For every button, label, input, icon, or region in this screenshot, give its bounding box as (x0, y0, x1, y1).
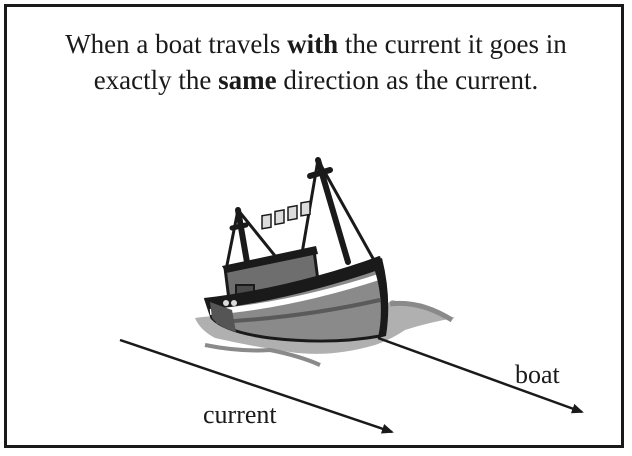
boat-direction-arrow (377, 336, 584, 414)
current-label: current (203, 400, 277, 429)
fishing-boat-illustration (203, 157, 389, 343)
caption-text: When a boat travels with the current it … (0, 26, 632, 98)
caption-line-1: When a boat travels with the current it … (65, 29, 567, 59)
water-splash (195, 300, 455, 367)
current-arrow (119, 338, 394, 434)
caption-emphasis-same: same (218, 65, 277, 95)
caption-line-2: exactly the same direction as the curren… (93, 65, 539, 95)
boat-label: boat (515, 360, 560, 389)
boat-masts (224, 157, 377, 272)
caption-emphasis-with: with (287, 29, 339, 59)
boat-hull (203, 255, 389, 343)
diagram-frame (4, 4, 624, 448)
